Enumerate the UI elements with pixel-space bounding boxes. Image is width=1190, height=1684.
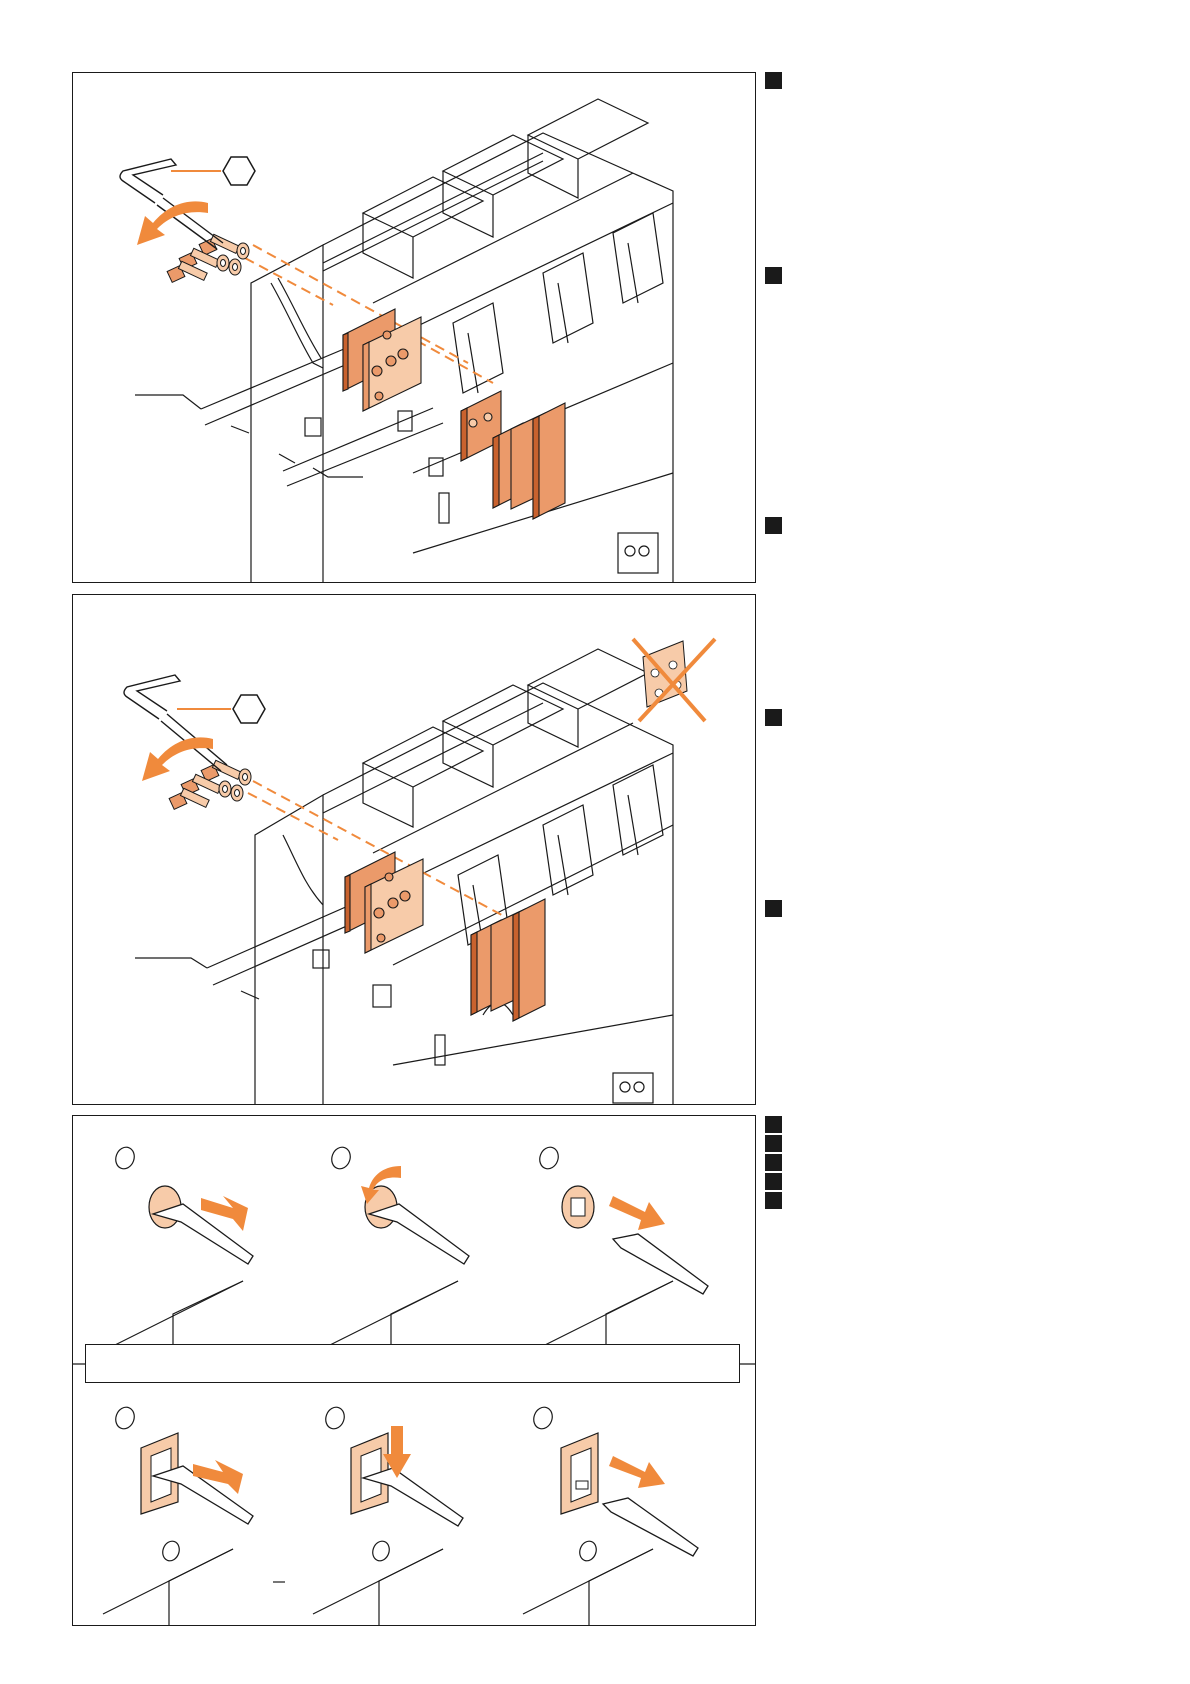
- step-marker-4: [765, 709, 782, 726]
- step-marker-2: [765, 267, 782, 284]
- step-marker-10: [765, 1192, 782, 1209]
- step-marker-1: [765, 72, 782, 89]
- breaker-terminal-illustration: [73, 73, 756, 583]
- hex-key-icon-2: [124, 675, 227, 771]
- rotation-arrow-icon-2: [142, 737, 213, 781]
- step-marker-9: [765, 1173, 782, 1190]
- breaker-terminal-illustration-2: [73, 595, 756, 1105]
- step-marker-7: [765, 1135, 782, 1152]
- hexagon-icon-2: [233, 695, 265, 723]
- illustration-panel-front-terminals: [72, 594, 756, 1105]
- hexagon-icon: [223, 157, 255, 185]
- direction-arrow-icon-5: [609, 1456, 665, 1488]
- caption-strip: [85, 1344, 740, 1383]
- step-marker-6: [765, 1116, 782, 1133]
- step-marker-3: [765, 517, 782, 534]
- step-marker-5: [765, 900, 782, 917]
- direction-arrow-icon-2: [609, 1196, 665, 1230]
- illustration-panel-rear-terminals: [72, 72, 756, 583]
- cross-out-icon: [633, 639, 715, 721]
- step-marker-8: [765, 1154, 782, 1171]
